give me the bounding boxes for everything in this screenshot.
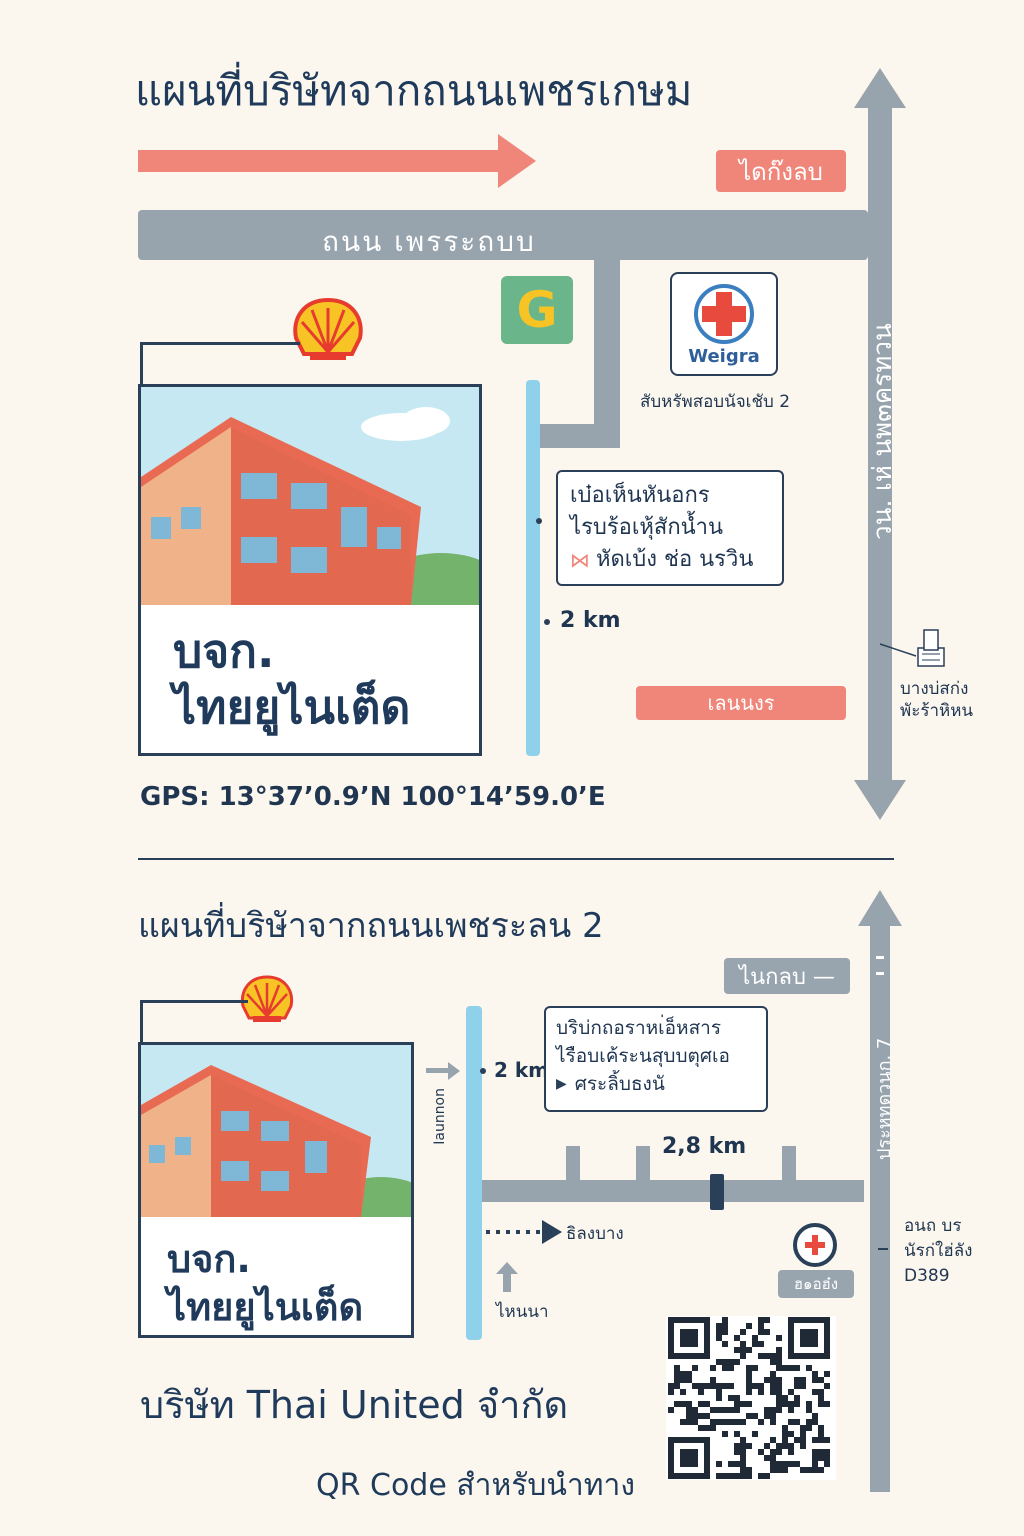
dotted-arrow-icon: [486, 1220, 562, 1244]
company-full-name: บริษัท Thai United จำกัด: [140, 1383, 569, 1427]
side-road: [594, 258, 620, 448]
road-stub: [566, 1146, 580, 1182]
direction-arrow-icon: [138, 134, 536, 188]
dotted-arrow-label: ธิลงบาง: [566, 1224, 624, 1244]
note-line-3: ⋈ หัดเบ้ง ช่อ นรวิน: [570, 544, 770, 576]
landmark-caption-bottom: อนถ บร นัรก่ใฮ่ลัง D389: [904, 1214, 972, 1289]
arrow-up-icon: [496, 1262, 518, 1292]
distance-label-river: 2 km: [494, 1058, 550, 1082]
river-label: Iaunnon: [432, 1088, 448, 1145]
road-stub: [782, 1146, 796, 1182]
vertical-road-label: วน. เห่ นพ๓ครทวน: [868, 323, 898, 540]
direction-label-bottom: ไนกลบ —: [724, 958, 850, 994]
landmark-caption-line-2: นัรก่ใฮ่ลัง: [904, 1241, 973, 1261]
pin-line-vertical: [140, 1000, 143, 1046]
company-name: บจก. ไทยยูไนเต็ด: [173, 623, 410, 735]
hospital-name: Weigra: [688, 346, 760, 367]
note-line-1: เบ๋อเห็นหันอกร: [570, 483, 710, 508]
hospital-badge-label: ฮ๑อฮ๋ง: [778, 1270, 854, 1298]
lane-label: เลนนงร: [636, 686, 846, 720]
horizontal-road-bottom: [482, 1180, 864, 1202]
company-name-line-2: ไทยยูไนเต็ด: [173, 680, 411, 734]
note-line-2: ไรบร้อเหุ้สักนํ้าน: [570, 515, 724, 540]
landmark-caption-line-1: อนถ บร: [904, 1216, 962, 1236]
section-divider: [138, 858, 894, 860]
distance-label: 2 km: [560, 608, 621, 633]
landmark-caption-line-2: พัะร้าหิหน: [900, 701, 974, 721]
direction-note: เบ๋อเห็นหันอกร ไรบร้อเหุ้สักนํ้าน ⋈ หัดเ…: [556, 470, 784, 586]
shell-logo-icon: [293, 297, 363, 360]
shell-logo-icon: [240, 975, 294, 1022]
gps-coordinates: GPS: 13°37’0.9’N 100°14’59.0’E: [140, 782, 606, 812]
up-arrow-label: ไหนนา: [496, 1302, 549, 1322]
gas-station-icon: G: [501, 276, 573, 344]
qr-code-icon[interactable]: [666, 1316, 836, 1480]
landmark-caption-line-1: บางบ่สก่ง: [900, 679, 969, 699]
building-image: [141, 1045, 411, 1217]
hospital-badge-icon: [793, 1223, 837, 1267]
company-name-line-1: บจก.: [173, 624, 275, 678]
river-bottom: [466, 1006, 482, 1340]
note-line-2: ไรือบเค้ระนสุบบตุศเอ: [556, 1045, 730, 1067]
river: [526, 380, 540, 756]
note-line-3-text: หัดเบ้ง ช่อ นรวิน: [596, 547, 754, 572]
qr-caption: QR Code สำหรับนำทาง: [316, 1468, 636, 1503]
river-marker: [536, 518, 542, 524]
company-name-line-1: บจก.: [167, 1237, 251, 1281]
distance-dot: [544, 619, 550, 625]
landmark-caption-line-3: D389: [904, 1266, 950, 1286]
building-image: [141, 387, 479, 605]
road-dash: [876, 972, 884, 975]
hospital-icon: Weigra: [670, 272, 778, 376]
play-icon: ▶: [556, 1076, 567, 1092]
direction-note-bottom: บริบ่กถอราหเ่อ็หสาร ไรือบเค้ระนสุบบตุศเอ…: [544, 1006, 768, 1112]
road-marker: [710, 1174, 724, 1210]
pin-line: [140, 1000, 248, 1003]
landmark-caption: บางบ่สก่ง พัะร้าหิหน: [900, 678, 973, 722]
page-title: แผนที่บริษัทจากถนนเพชรเกษม: [135, 66, 693, 115]
direction-label: ไดก๊งลบ: [716, 150, 846, 192]
pin-line: [140, 342, 300, 345]
vertical-road-bottom: [858, 890, 902, 1492]
company-name-line-2: ไทยยูไนเต็ด: [167, 1285, 364, 1329]
landmark-pointer: [878, 1248, 888, 1250]
note-line-3: ▶ ศระลิ้บธงนั: [556, 1070, 756, 1098]
note-line-3-text: ศระลิ้บธงนั: [574, 1073, 665, 1095]
distance-label-road: 2,8 km: [662, 1134, 747, 1159]
vertical-road: [854, 68, 906, 820]
landmark-building-icon: [879, 629, 945, 667]
company-card-bottom: บจก. ไทยยูไนเต็ด: [138, 1042, 414, 1338]
arrow-right-icon: [426, 1062, 460, 1080]
section-title: แผนที่บริษัาจากถนนเพชระลน 2: [138, 906, 604, 946]
road-dash: [876, 956, 884, 959]
hospital-caption: สับหรัพสอบนัจเชับ 2: [640, 392, 791, 412]
side-road-turn: [540, 424, 620, 448]
pin-line-vertical: [140, 342, 143, 388]
bowtie-icon: ⋈: [570, 548, 590, 572]
vertical-road-label-bottom: ประหทดวนก. 7: [874, 1037, 895, 1160]
company-name-bottom: บจก. ไทยยูไนเต็ด: [167, 1235, 363, 1331]
hospital-cross-icon: [694, 284, 754, 344]
main-road: [138, 210, 868, 260]
company-card: บจก. ไทยยูไนเต็ด: [138, 384, 482, 756]
note-line-1: บริบ่กถอราหเ่อ็หสาร: [556, 1017, 722, 1039]
main-road-label: ถนน เพรระถบบ: [322, 225, 536, 258]
distance-dot: [480, 1068, 486, 1074]
road-stub: [636, 1146, 650, 1182]
